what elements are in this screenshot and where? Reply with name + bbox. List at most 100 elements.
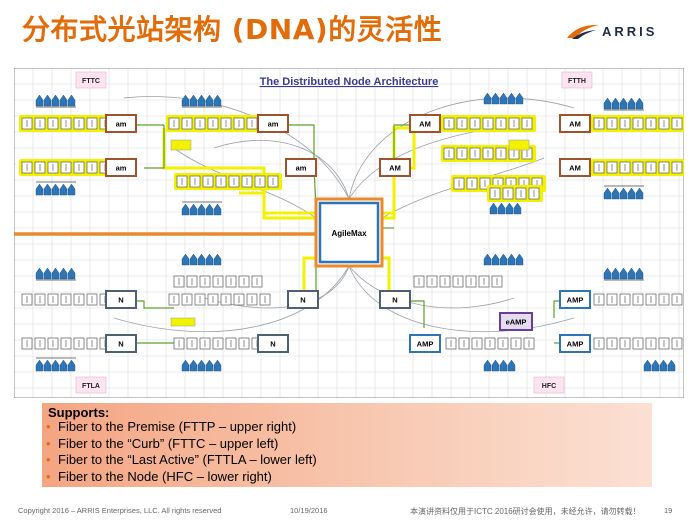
amp-node-label: AMP: [417, 340, 434, 349]
n-node: [287, 290, 319, 309]
fiber-green-line: [409, 300, 425, 328]
supports-item-text: Fiber to the Premise (FTTP – upper right…: [58, 419, 297, 434]
coax-line: [348, 265, 515, 309]
fiber-yellow-line: [382, 168, 396, 220]
house-icon: [611, 267, 620, 280]
house-icon: [197, 203, 206, 216]
house-icon: [67, 183, 76, 196]
house-icon: [59, 183, 68, 196]
fttc-label-box: [75, 71, 107, 89]
house-icon: [659, 359, 668, 372]
supports-item-fttp: • Fiber to the Premise (FTTP – upper righ…: [42, 419, 317, 436]
fiber-green-line: [393, 124, 411, 168]
am-node: [257, 114, 289, 133]
house-icon: [603, 267, 612, 280]
coax-line: [213, 140, 350, 200]
splitter-box: [170, 317, 196, 327]
am-node: [379, 158, 411, 177]
house-icon: [635, 187, 644, 200]
house-icon: [611, 97, 620, 110]
house-icon: [67, 94, 76, 107]
bullet-icon: •: [46, 468, 51, 484]
house-icon: [499, 92, 508, 105]
house-icon: [213, 359, 222, 372]
house-icon: [627, 267, 636, 280]
n-node-label: N: [300, 296, 305, 305]
coax-line: [113, 265, 350, 333]
fiber-green-line: [144, 125, 165, 169]
house-icon: [643, 359, 652, 372]
bullet-icon: •: [46, 419, 51, 434]
house-icon: [43, 94, 52, 107]
ftth-label: FTTH: [568, 78, 586, 85]
house-icon: [189, 359, 198, 372]
coax-line: [348, 265, 575, 333]
house-icon: [505, 202, 514, 215]
house-icon: [499, 359, 508, 372]
am-node: [559, 158, 591, 177]
house-icon: [181, 203, 190, 216]
house-icon: [611, 187, 620, 200]
house-icon: [67, 359, 76, 372]
house-icon: [205, 359, 214, 372]
house-icon: [59, 267, 68, 280]
coax-line: [348, 127, 495, 200]
house-icon: [35, 359, 44, 372]
house-icon: [627, 97, 636, 110]
house-icon: [205, 253, 214, 266]
house-icon: [491, 92, 500, 105]
house-icon: [635, 97, 644, 110]
amp-node-label: AMP: [567, 340, 584, 349]
house-icon: [627, 187, 636, 200]
house-icon: [59, 94, 68, 107]
supports-item-text: Fiber to the “Last Active” (FTTLA – lowe…: [58, 452, 317, 467]
n-node: [105, 334, 137, 353]
arris-logo: ARRIS: [566, 18, 686, 46]
house-icon: [491, 359, 500, 372]
amp-node: [559, 334, 591, 353]
house-icon: [213, 94, 222, 107]
diagram-wires: [14, 96, 654, 359]
am-node: [409, 114, 441, 133]
house-icon: [619, 267, 628, 280]
coax-line: [348, 97, 575, 200]
hfc-label: HFC: [542, 383, 556, 390]
n-node-label: N: [118, 340, 123, 349]
house-icon: [51, 183, 60, 196]
house-icon: [35, 183, 44, 196]
am-node-label: AM: [569, 164, 581, 173]
house-icon: [51, 267, 60, 280]
house-icon: [205, 203, 214, 216]
house-icon: [59, 359, 68, 372]
eamp-node-label: eAMP: [506, 318, 527, 327]
n-node-label: N: [270, 340, 275, 349]
house-icon: [197, 359, 206, 372]
slide-title: 分布式光站架构 (DNA)的灵活性: [22, 13, 443, 46]
house-icon: [67, 267, 76, 280]
amp-node: [559, 290, 591, 309]
house-icon: [651, 359, 660, 372]
ftla-label: FTLA: [82, 383, 100, 390]
house-icon: [483, 253, 492, 266]
house-icon: [43, 183, 52, 196]
footer-copyright: Copyright 2016 – ARRIS Enterprises, LLC.…: [18, 506, 222, 515]
house-icon: [35, 267, 44, 280]
n-node-label: N: [392, 296, 397, 305]
house-icon: [43, 359, 52, 372]
amp-node: [409, 334, 441, 353]
house-icon: [515, 253, 524, 266]
supports-item-fttla: •Fiber to the “Last Active” (FTTLA – low…: [42, 452, 317, 469]
am-node-label: am: [116, 164, 127, 173]
splitter-box: [170, 139, 192, 151]
am-node-label: AM: [419, 120, 431, 129]
fttc-label: FTTC: [82, 78, 100, 85]
house-icon: [491, 253, 500, 266]
house-icon: [205, 94, 214, 107]
house-icon: [489, 202, 498, 215]
supports-list: • Fiber to the Premise (FTTP – upper righ…: [42, 419, 317, 485]
fiber-yellow-line: [302, 256, 316, 298]
amp-node-label: AMP: [567, 296, 584, 305]
ftla-label-box: [75, 376, 107, 394]
